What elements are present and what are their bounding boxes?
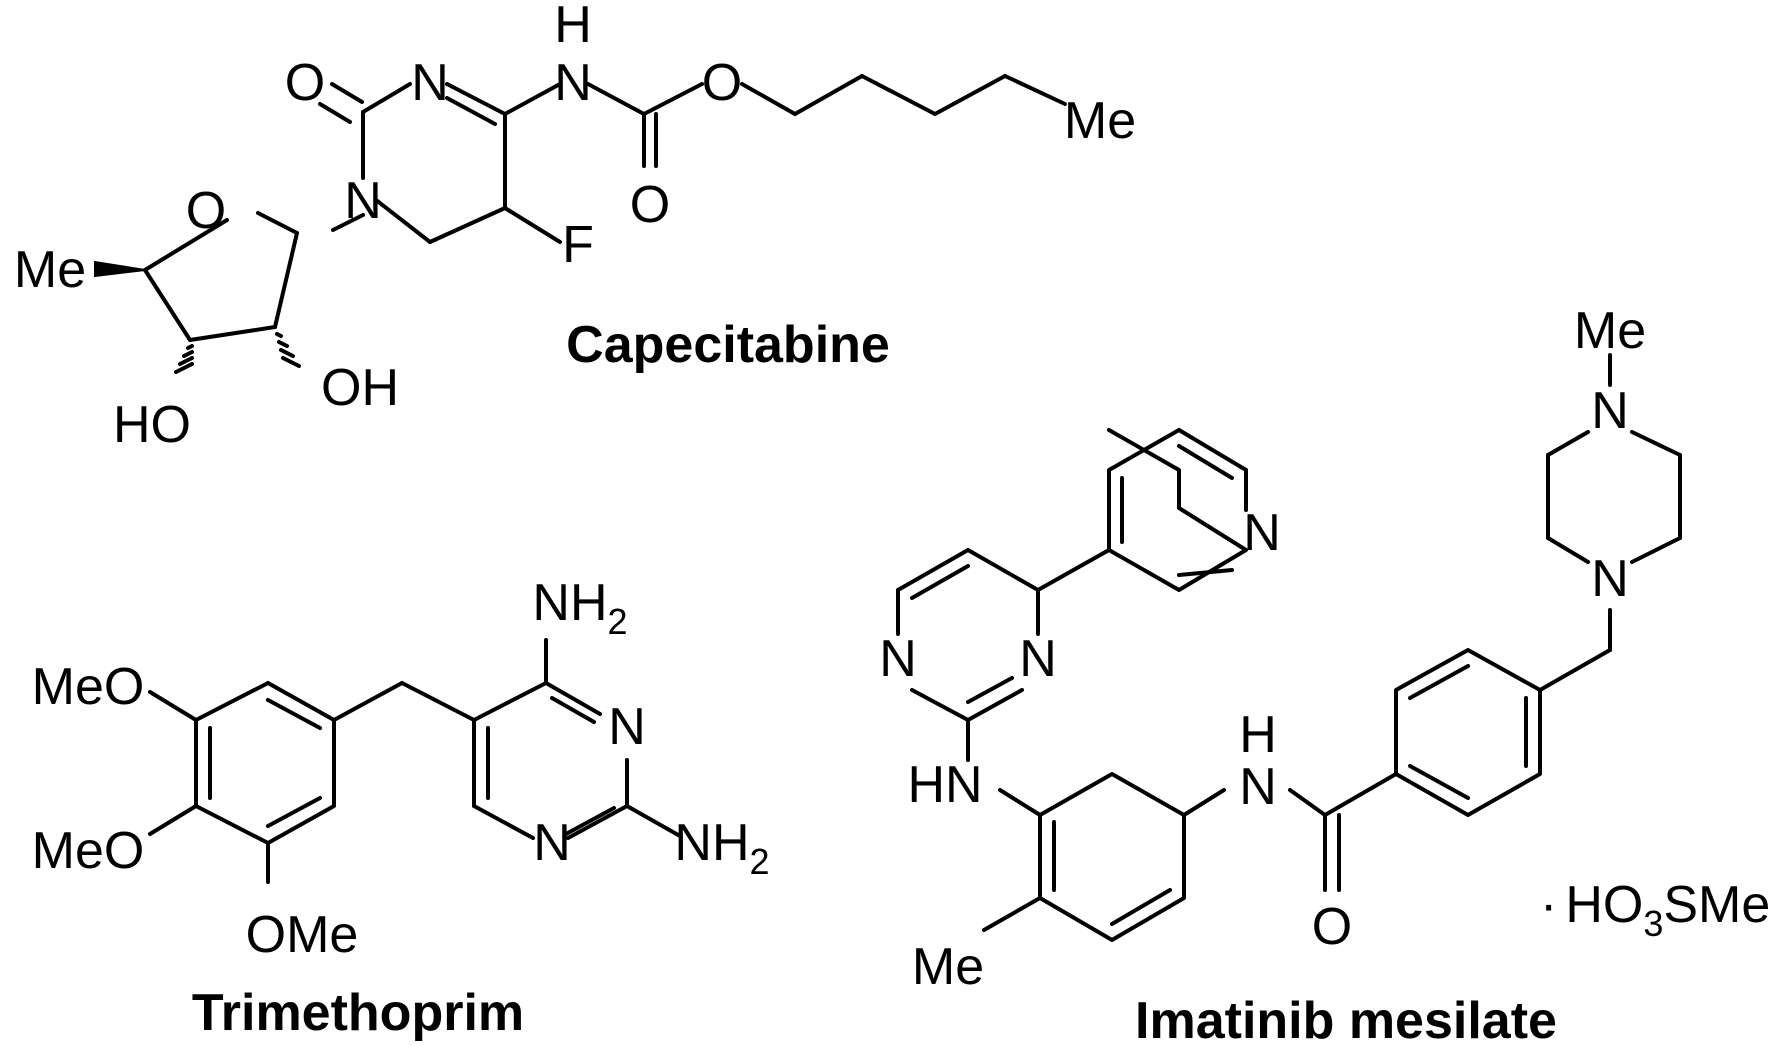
capecitabine-f: F xyxy=(562,216,594,274)
imatinib-structure xyxy=(896,353,1682,942)
imatinib-n-pip-bot: N xyxy=(1591,550,1629,608)
capecitabine-ho: HO xyxy=(113,396,191,454)
imatinib-amide-o: O xyxy=(1312,898,1352,956)
capecitabine-ring-o: O xyxy=(186,182,226,240)
imatinib-me-aryl: Me xyxy=(912,938,984,996)
trimethoprim-ome: OMe xyxy=(246,906,359,964)
imatinib-amide-n: N xyxy=(1239,758,1277,816)
imatinib-hn: HN xyxy=(907,756,982,814)
imatinib-n-pyridine: N xyxy=(1243,504,1281,562)
capecitabine-caption: Capecitabine xyxy=(566,316,890,374)
trimethoprim-n-a: N xyxy=(608,698,646,756)
imatinib-me-top: Me xyxy=(1574,302,1646,360)
trimethoprim-nh2-right: NH2 xyxy=(674,814,769,882)
capecitabine-nh-h: H xyxy=(554,0,592,54)
capecitabine-sugar-me: Me xyxy=(14,241,86,299)
capecitabine-structure xyxy=(94,74,1067,374)
trimethoprim-nh2-top: NH2 xyxy=(532,574,627,642)
capecitabine-n3: N xyxy=(411,54,449,112)
imatinib-mesylate-salt: ·HO3SMe xyxy=(1540,876,1770,944)
imatinib-caption: Imatinib mesilate xyxy=(1135,992,1557,1046)
trimethoprim-meo-2: MeO xyxy=(32,822,145,880)
capecitabine-n1: N xyxy=(344,172,382,230)
capecitabine-carbonyl-o: O xyxy=(285,54,325,112)
imatinib-amide-h: H xyxy=(1239,706,1277,764)
capecitabine-ester-o: O xyxy=(702,54,742,112)
capecitabine-oh: OH xyxy=(321,359,399,417)
capecitabine-chain-me: Me xyxy=(1064,92,1136,150)
imatinib-n-pyrimidine-b: N xyxy=(1019,630,1057,688)
trimethoprim-structure xyxy=(148,638,682,884)
capecitabine-carbamate-o: O xyxy=(630,176,670,234)
imatinib-n-pip-top: N xyxy=(1591,382,1629,440)
trimethoprim-caption: Trimethoprim xyxy=(192,984,524,1042)
imatinib-n-pyrimidine-a: N xyxy=(879,630,917,688)
capecitabine-nh-n: N xyxy=(554,54,592,112)
trimethoprim-n-b: N xyxy=(533,814,571,872)
trimethoprim-meo-1: MeO xyxy=(32,658,145,716)
